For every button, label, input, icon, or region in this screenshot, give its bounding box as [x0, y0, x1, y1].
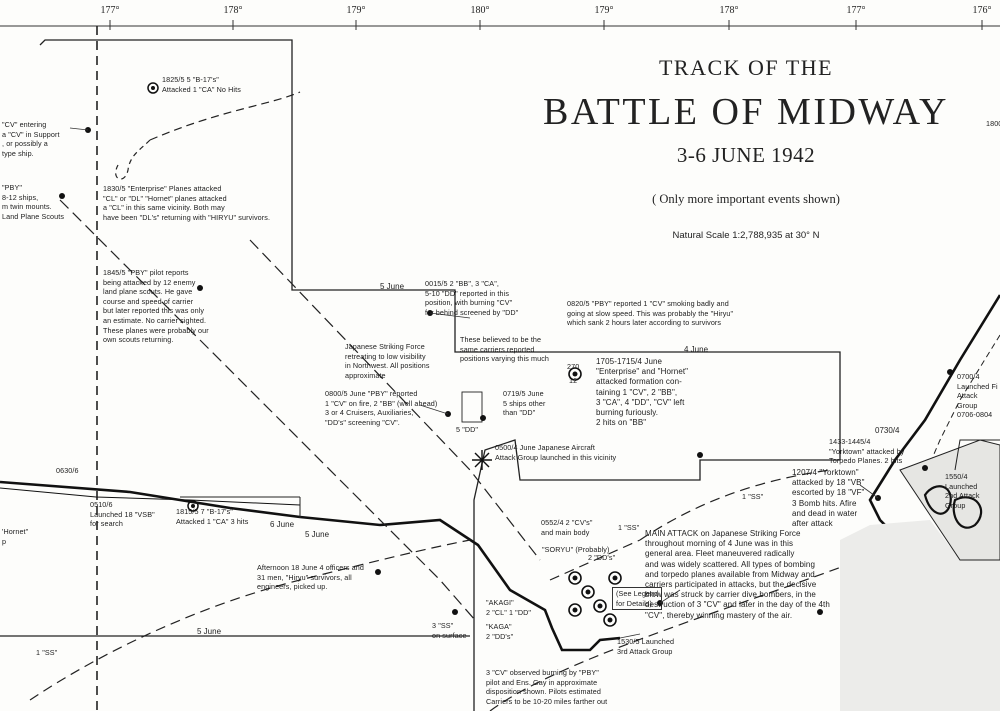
date-june4-upper: 4 June: [684, 345, 709, 354]
leader-lines: [69, 127, 879, 639]
ann-cvs-0552: 0552/4 2 "CV's" and main body: [541, 518, 593, 537]
ann-pby-0800: 0800/5 June "PBY" reported 1 "CV" on fir…: [325, 389, 438, 427]
ann-hiryu-pickup: Afternoon 18 June 4 officers and 31 men,…: [257, 563, 364, 592]
ann-dd5: 5 "DD": [456, 425, 479, 434]
ann-ss3: 3 "SS" on surface: [432, 621, 467, 640]
ann-main-attack: MAIN ATTACK on Japanese Striking Force t…: [645, 529, 830, 620]
ann-observed-3cv: 3 "CV" observed burning by "PBY" pilot a…: [486, 668, 608, 706]
ann-vsb-0510: 0510/6 Launched 18 "VSB" for search: [90, 500, 155, 529]
wiggle-track: [115, 139, 151, 180]
longitude-ticks: [109, 20, 983, 30]
ann-aircraft-0500: 0500/4 June Japanese Aircraft Attack Gro…: [495, 443, 617, 462]
ann-akagi: "AKAGI" 2 "CL" 1 "DD": [486, 598, 532, 617]
ann-believed: These believed to be the same carriers r…: [460, 335, 549, 364]
ann-soryu: "SORYU" (Probably): [542, 545, 610, 554]
ann-ss1-lower: 1 "SS": [618, 523, 640, 532]
lon-label-8: 176°: [972, 5, 992, 16]
launch-star-icon: [472, 450, 492, 470]
ann-launch-1530: 1530/5 Launched 3rd Attack Group: [617, 637, 675, 656]
ann-kaga: "KAGA" 2 "DD's": [486, 622, 514, 641]
secondary-track-thin: [0, 487, 301, 506]
ann-bearing-12: 12: [569, 376, 578, 385]
ann-pby-ships: "PBY" 8-12 ships, m twin mounts. Land Pl…: [2, 183, 65, 221]
dashed-ss-arc: [639, 469, 831, 541]
ann-pby-1845: 1845/5 "PBY" pilot reports being attacke…: [103, 268, 209, 345]
ann-attack-1705: 1705-1715/4 June "Enterprise" and "Horne…: [596, 357, 689, 428]
date-june5-lower: 5 June: [197, 627, 222, 636]
title-line-3: 3-6 JUNE 1942: [676, 143, 816, 167]
scale-text: Natural Scale 1:2,788,935 at 30° N: [672, 230, 820, 241]
target-icons: [147, 82, 622, 627]
dashed-main-attack-arc: [489, 559, 861, 711]
lower-right-shade: [840, 520, 1000, 711]
ann-torpedo-1433: 1433-1445/4 "Yorktown" attacked by Torpe…: [829, 437, 905, 466]
ann-cv-support: "CV" entering a "CV" in Support , or pos…: [2, 120, 60, 158]
ann-launch-1550: 1550/4 Launched 2nd Attack Group: [945, 472, 980, 510]
date-june5-track: 5 June: [305, 530, 330, 539]
lon-label-4: 180°: [470, 5, 490, 16]
ann-hornet-left: 'Hornet" p: [2, 527, 29, 546]
lon-label-1: 177°: [100, 5, 120, 16]
ann-dds2: 2 "DD's": [588, 553, 616, 562]
dashed-lower-arc: [29, 539, 471, 701]
date-june6-track: 6 June: [270, 520, 295, 529]
ann-time-0630: 0630/6: [56, 466, 79, 475]
lon-label-3: 179°: [346, 5, 366, 16]
ann-yorktown-1207: 1207/4 "Yorktown" attacked by 18 "VB" es…: [792, 468, 865, 529]
island-loop-1: [923, 485, 952, 515]
lon-label-2: 178°: [223, 5, 243, 16]
title-line-2: BATTLE OF MIDWAY: [543, 91, 949, 133]
ann-pos-0015: 0015/5 2 "BB", 3 "CA", 5-10 "DD" reporte…: [425, 279, 519, 317]
main-track-heavy: [0, 480, 621, 652]
ann-strike-force: Japanese Striking Force retreating to lo…: [345, 342, 430, 380]
ann-ss1-upper: 1 "SS": [742, 492, 764, 501]
island-loop-2: [952, 496, 983, 529]
ann-launch-0700: 0700/4 Launched Fi Attack Group 0706-080…: [957, 372, 998, 420]
right-box-top: [954, 439, 1000, 471]
small-box-1: [461, 391, 483, 423]
date-june5-upper: 5 June: [380, 282, 405, 291]
ann-edge-1800: 1800: [986, 119, 1000, 128]
ann-b17-1825: 1825/5 5 "B-17's" Attacked 1 "CA" No Hit…: [162, 75, 241, 94]
title-note: ( Only more important events shown): [652, 192, 840, 206]
time-0730: 0730/4: [875, 426, 900, 435]
lon-label-7: 177°: [846, 5, 866, 16]
ann-ss1-left: 1 "SS": [36, 648, 58, 657]
ann-b17-1815: 1815/5 7 "B-17's" Attacked 1 "CA" 3 hits: [176, 507, 249, 526]
ann-legend: (See Legend for Details): [612, 587, 663, 611]
lon-label-5: 179°: [594, 5, 614, 16]
dashed-arc-top: [149, 91, 301, 141]
ann-bearing-270: 270: [567, 362, 580, 371]
ann-ships-0719: 0719/5 June 5 ships other than "DD": [503, 389, 546, 418]
ann-pby-0820: 0820/5 "PBY" reported 1 "CV" smoking bad…: [567, 299, 734, 328]
lon-label-6: 178°: [719, 5, 739, 16]
title-line-1: TRACK OF THE: [658, 55, 834, 80]
dashed-ss-link: [549, 539, 641, 581]
ann-enterprise-1830: 1830/5 "Enterprise" Planes attacked "CL"…: [103, 184, 271, 222]
dashed-diagonal-1: [59, 199, 476, 621]
